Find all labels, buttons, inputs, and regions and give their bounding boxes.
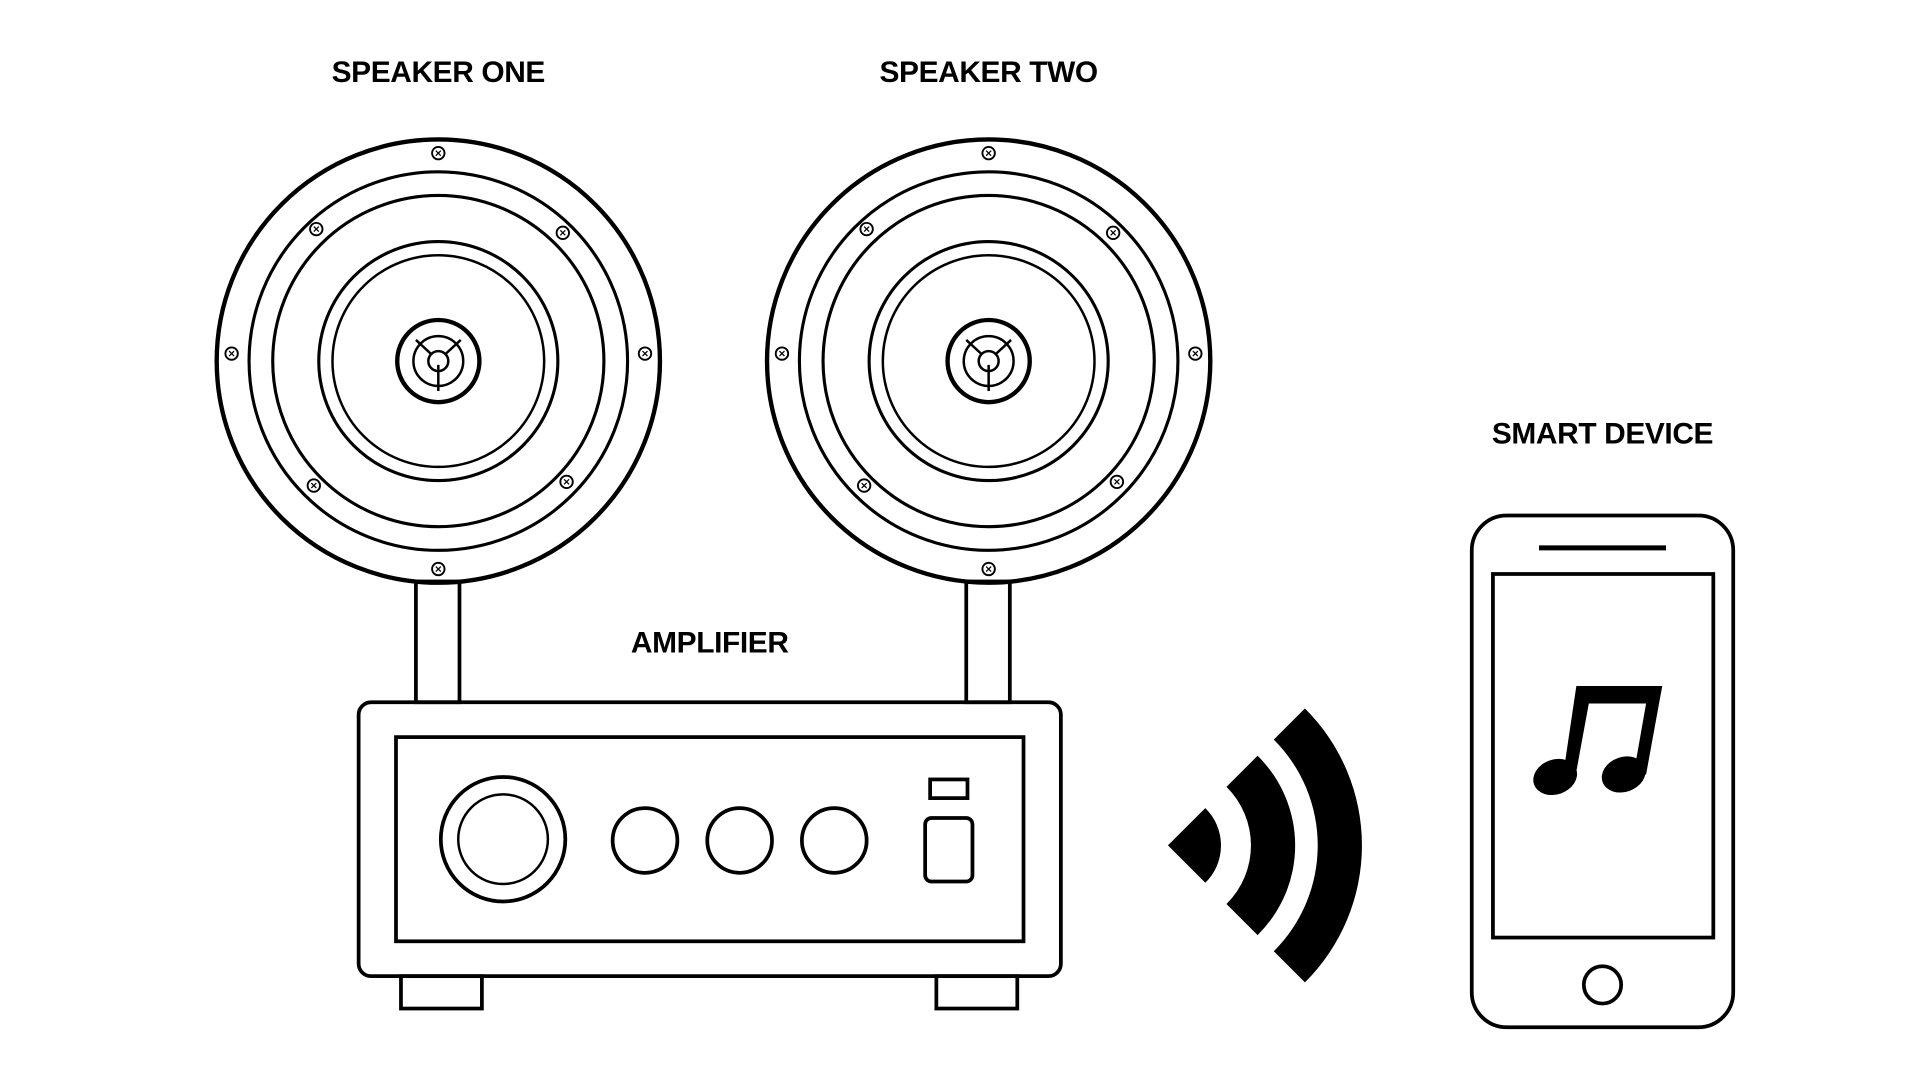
smart-device-label: SMART DEVICE <box>1492 417 1713 450</box>
control-knob <box>610 806 680 875</box>
screw-icon <box>1109 474 1125 490</box>
phone-body <box>1469 513 1736 1030</box>
speaker-ring <box>331 254 546 469</box>
speaker-ring <box>881 254 1096 469</box>
wireless-signal-icon <box>1167 708 1362 983</box>
speaker-ring <box>945 317 1032 405</box>
speaker-ring <box>395 317 482 405</box>
phone-screen <box>1491 572 1716 940</box>
power-button <box>923 816 975 884</box>
speaker-ring <box>317 239 560 483</box>
volume-knob <box>438 775 568 904</box>
control-knob <box>705 806 774 875</box>
screw-icon <box>856 478 872 493</box>
tweeter-spokes <box>965 338 1012 391</box>
speaker-two <box>764 137 1213 705</box>
screw-icon <box>431 561 446 577</box>
screw-icon <box>637 346 653 361</box>
screw-icon <box>306 478 321 493</box>
speaker-ring <box>821 193 1156 529</box>
screw-icon <box>224 346 239 361</box>
control-knob <box>800 806 869 875</box>
speaker-stand <box>964 579 1012 705</box>
screw-icon <box>431 145 446 161</box>
screw-icon <box>774 346 790 361</box>
speaker-ring <box>247 170 630 552</box>
screw-icon <box>555 225 570 240</box>
volume-knob-inner <box>456 793 550 886</box>
speaker-stand <box>414 579 462 705</box>
speaker-one <box>214 137 663 705</box>
amplifier-panel <box>394 735 1026 944</box>
speaker-outer-rim <box>214 137 663 585</box>
screw-icon <box>1188 346 1203 361</box>
speaker-outer-rim <box>764 137 1213 585</box>
tweeter-spokes <box>415 338 462 391</box>
amplifier-foot <box>399 974 484 1011</box>
amplifier-label: AMPLIFIER <box>631 626 789 659</box>
amplifier-body <box>356 700 1063 979</box>
screw-icon <box>309 221 324 237</box>
screw-icon <box>1106 225 1121 240</box>
speaker-ring <box>271 193 606 529</box>
speaker-ring <box>867 239 1110 483</box>
amplifier-foot <box>934 974 1020 1011</box>
screw-icon <box>981 561 996 577</box>
screw-icon <box>559 474 574 490</box>
screw-icon <box>981 145 996 161</box>
screw-icon <box>859 221 874 237</box>
home-button <box>1581 964 1624 1006</box>
amplifier <box>356 700 1063 1011</box>
music-note-icon <box>1533 686 1663 796</box>
smart-phone <box>1469 513 1736 1030</box>
speaker-two-label: SPEAKER TWO <box>880 56 1098 89</box>
speaker-ring <box>797 170 1180 552</box>
speaker-one-label: SPEAKER ONE <box>332 56 545 89</box>
indicator-light <box>928 777 970 800</box>
